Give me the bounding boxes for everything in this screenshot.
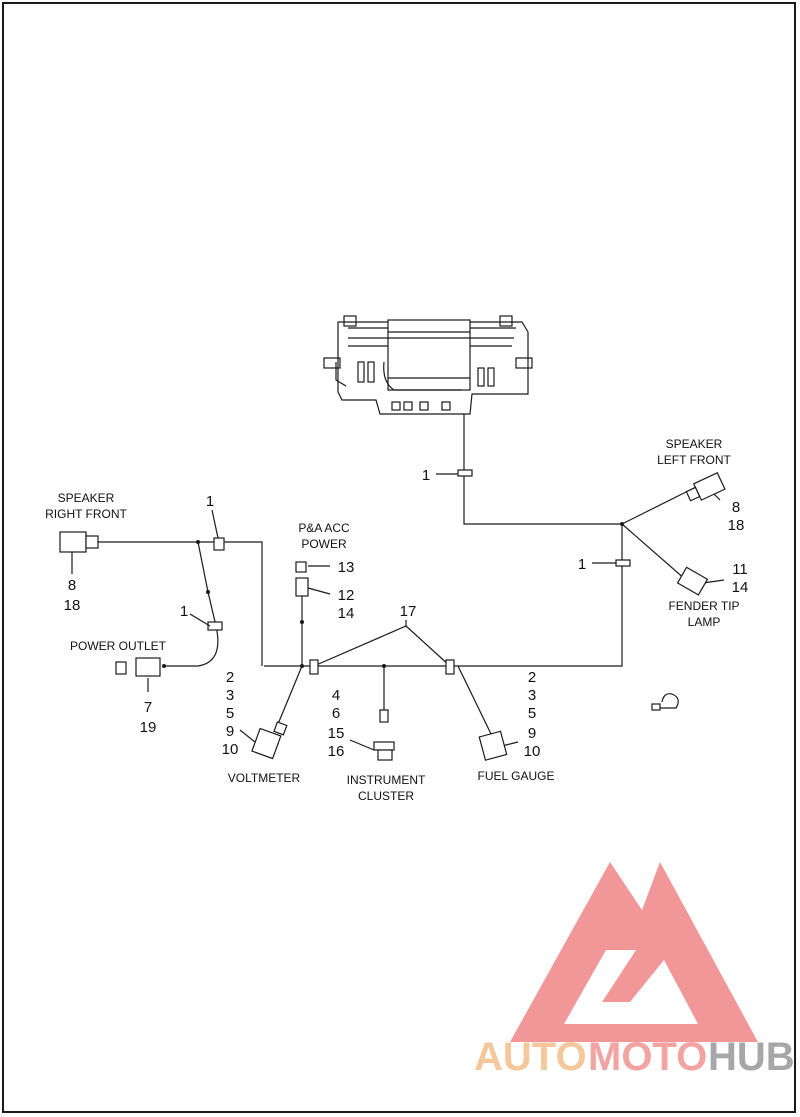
labels: SPEAKER RIGHT FRONT SPEAKER LEFT FRONT P…: [45, 437, 739, 803]
callout-power-outlet-19: 19: [140, 719, 157, 736]
callout-fender-tip-14: 14: [732, 579, 749, 596]
label-instrument-cluster-line1: INSTRUMENT: [347, 773, 426, 787]
connector-power-outlet: [115, 657, 161, 677]
connector-speaker-right: [59, 531, 99, 553]
watermark-logo: AUTO MOTO HUB: [474, 862, 795, 1079]
callout-cluster-4: 4: [332, 687, 340, 704]
label-speaker-right-line2: RIGHT FRONT: [45, 507, 127, 521]
watermark-moto: MOTO: [588, 1035, 707, 1079]
connector-speaker-left: [685, 472, 726, 502]
callout-fuel-gauge-2: 2: [528, 669, 536, 686]
watermark-auto: AUTO: [474, 1035, 587, 1079]
label-fender-tip-line2: LAMP: [688, 615, 721, 629]
callout-fuel-gauge-9: 9: [528, 725, 536, 742]
callout-pa-acc-13: 13: [338, 559, 355, 576]
callout-fuel-gauge-3: 3: [528, 687, 536, 704]
label-pa-acc-line1: P&A ACC: [298, 521, 350, 535]
main-module: [323, 315, 533, 415]
label-fuel-gauge: FUEL GAUGE: [478, 769, 555, 783]
callout-fender-tip-11: 11: [732, 561, 748, 578]
connector-cluster: [373, 709, 395, 761]
callout-fuel-gauge-5: 5: [528, 705, 536, 722]
watermark-hub: HUB: [708, 1035, 795, 1079]
callout-speaker-left-18: 18: [728, 517, 745, 534]
callout-cluster-6: 6: [332, 705, 340, 722]
callout-leaders: [71, 473, 725, 751]
label-fender-tip-line1: FENDER TIP: [668, 599, 739, 613]
label-voltmeter: VOLTMETER: [228, 771, 301, 785]
label-pa-acc-line2: POWER: [301, 537, 347, 551]
callout-voltmeter-5: 5: [226, 705, 234, 722]
label-speaker-left-line1: SPEAKER: [666, 437, 723, 451]
callout-voltmeter-2: 2: [226, 669, 234, 686]
label-power-outlet: POWER OUTLET: [70, 639, 167, 653]
label-speaker-right-line1: SPEAKER: [58, 491, 115, 505]
callout-cluster-15: 15: [328, 725, 345, 742]
callout-clip-right-side: 1: [578, 556, 586, 573]
callout-clip-top: 1: [422, 467, 430, 484]
callout-pa-acc-12: 12: [338, 587, 355, 604]
logo-triangle-icon: [510, 862, 758, 1042]
callout-junction-17: 17: [400, 603, 417, 620]
callout-cluster-16: 16: [328, 743, 345, 760]
clip-icon: [207, 469, 631, 675]
callout-pa-acc-14: 14: [338, 605, 355, 622]
callout-fuel-gauge-10: 10: [524, 743, 541, 760]
connector-pa-acc: [295, 561, 309, 597]
loose-clamp-icon: [651, 693, 679, 711]
wiring-harness-diagram: SPEAKER RIGHT FRONT SPEAKER LEFT FRONT P…: [45, 315, 795, 1079]
callout-voltmeter-9: 9: [226, 723, 234, 740]
callout-speaker-right-8: 8: [68, 577, 76, 594]
connector-fuel-gauge: [478, 730, 508, 761]
callout-voltmeter-10: 10: [222, 741, 239, 758]
connector-fender-tip: [676, 566, 709, 596]
callout-clip-left-lower: 1: [180, 603, 188, 620]
callout-speaker-right-18: 18: [64, 597, 81, 614]
callout-speaker-left-8: 8: [732, 499, 740, 516]
label-speaker-left-line2: LEFT FRONT: [657, 453, 731, 467]
callout-power-outlet-7: 7: [144, 699, 152, 716]
callout-numbers: 1 1 1 1 8 18 8 18 7 19 13 12 14 17 2 3 5…: [64, 467, 749, 760]
harness-wires: [98, 414, 699, 737]
junction-dots: [162, 522, 624, 668]
callout-voltmeter-3: 3: [226, 687, 234, 704]
label-instrument-cluster-line2: CLUSTER: [358, 789, 414, 803]
callout-clip-right-front: 1: [206, 493, 214, 510]
connector-voltmeter: [251, 721, 288, 760]
